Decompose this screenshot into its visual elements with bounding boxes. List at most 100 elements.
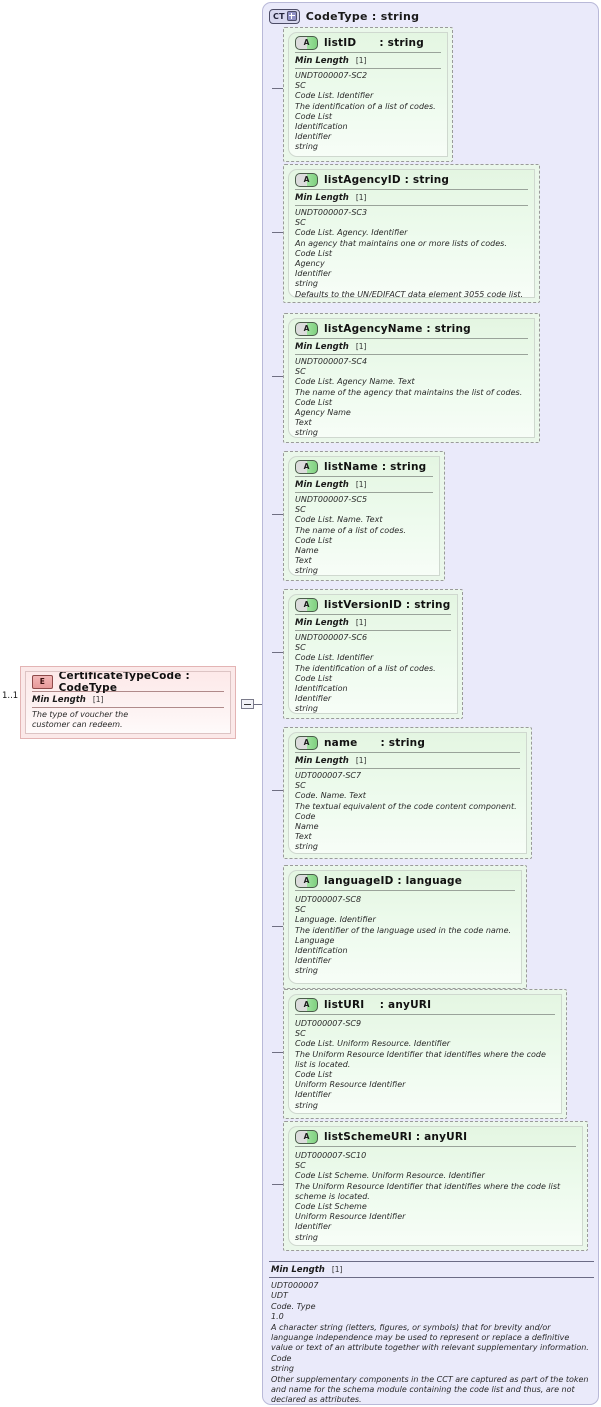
doc-line: Identification (295, 122, 348, 132)
doc-line: Uniform Resource Identifier (295, 1080, 406, 1090)
doc-line: Agency Name (295, 408, 351, 418)
attribute-facet-row: Min Length [1] (289, 53, 447, 68)
attribute-facet-row: Min Length [1] (289, 339, 534, 354)
doc-line: string (295, 142, 318, 152)
doc-line: string (271, 1364, 294, 1374)
doc-line: UDT000007-SC10 (295, 1151, 367, 1160)
complextype-facet-label: Min Length (271, 1264, 325, 1275)
attribute-facet-label: Min Length (295, 341, 349, 352)
attribute-facet-row: Min Length [1] (289, 753, 526, 768)
attribute-header: A languageID : language (289, 871, 521, 890)
attribute-documentation: UNDT000007-SC6 SC Code List. Identifier … (289, 631, 457, 713)
attribute-title: listName : string (324, 460, 427, 473)
attribute-languageid[interactable]: A languageID : language UDT000007-SC8 SC… (283, 865, 527, 989)
doc-line: UDT000007-SC9 (295, 1019, 362, 1028)
doc-line: Language (295, 935, 335, 945)
attribute-title: listAgencyID : string (324, 173, 450, 186)
doc-line: Text (295, 832, 312, 842)
element-body: E CertificateTypeCode : CodeType Min Len… (25, 671, 231, 734)
doc-line: Identifier (295, 694, 332, 704)
attribute-header: A listAgencyName : string (289, 319, 534, 338)
attribute-listid[interactable]: A listID : string Min Length [1] UNDT000… (283, 27, 453, 162)
attribute-badge-icon: A (295, 35, 318, 50)
doc-line: Code List (295, 248, 333, 258)
attribute-documentation: UDT000007-SC8 SC Language. Identifier Th… (289, 891, 521, 980)
attribute-title: name : string (324, 736, 426, 749)
attribute-listagencyid[interactable]: A listAgencyID : string Min Length [1] U… (283, 164, 540, 303)
doc-line: Code List (295, 673, 333, 683)
doc-line: string (295, 1100, 318, 1110)
attribute-listschemeuri[interactable]: A listSchemeURI : anyURI UDT000007-SC10 … (283, 1121, 588, 1251)
attribute-body: A listSchemeURI : anyURI UDT000007-SC10 … (288, 1126, 583, 1246)
attribute-header: A name : string (289, 733, 526, 752)
doc-line: Defaults to the UN/EDIFACT data element … (295, 289, 524, 298)
doc-line: SC (295, 905, 306, 915)
attribute-listname[interactable]: A listName : string Min Length [1] UNDT0… (283, 451, 445, 581)
attribute-header: A listURI : anyURI (289, 995, 561, 1014)
doc-line: The identifier of the language used in t… (295, 925, 512, 935)
attribute-facet-label: Min Length (295, 192, 349, 203)
doc-line: Name (295, 546, 319, 556)
divider (32, 691, 224, 692)
attribute-badge-icon: A (295, 459, 318, 474)
element-cardinality: 1..1 (2, 691, 19, 701)
doc-line: string (295, 566, 318, 576)
attribute-header: A listAgencyID : string (289, 170, 534, 189)
attribute-badge-icon: A (295, 321, 318, 336)
attribute-documentation: UDT000007-SC9 SC Code List. Uniform Reso… (289, 1015, 561, 1113)
doc-line: Code. Name. Text (295, 791, 366, 801)
doc-line: Code List (295, 111, 333, 121)
doc-line: A character string (letters, figures, or… (271, 1322, 589, 1353)
connector-stub (272, 652, 283, 653)
attribute-body: A listAgencyID : string Min Length [1] U… (288, 169, 535, 298)
complextype-codetype[interactable]: CT CodeType : string A listID : string M… (262, 2, 599, 1405)
doc-line: Code List (295, 397, 333, 407)
doc-line: UNDT000007-SC5 (295, 495, 368, 504)
doc-line: string (295, 1232, 318, 1242)
attribute-facet-value: [1] (355, 342, 367, 351)
divider (295, 752, 520, 753)
doc-line: Identifier (295, 1222, 332, 1232)
divider (269, 1261, 594, 1262)
attribute-listagencyname[interactable]: A listAgencyName : string Min Length [1]… (283, 313, 540, 443)
attribute-body: A name : string Min Length [1] UDT000007… (288, 732, 527, 854)
doc-line: Agency (295, 259, 325, 269)
divider (295, 614, 451, 615)
doc-line: Code List. Uniform Resource. Identifier (295, 1039, 451, 1049)
divider (295, 68, 441, 69)
doc-line: SC (295, 1161, 306, 1171)
attribute-body: A listID : string Min Length [1] UNDT000… (288, 32, 448, 157)
collapse-toggle-button[interactable] (241, 699, 254, 709)
element-facet-value: [1] (92, 695, 104, 704)
doc-line: Code List Scheme. Uniform Resource. Iden… (295, 1171, 485, 1181)
divider (295, 52, 441, 53)
attribute-name[interactable]: A name : string Min Length [1] UDT000007… (283, 727, 532, 859)
divider (269, 1277, 594, 1278)
doc-line: string (295, 428, 318, 438)
attribute-listuri[interactable]: A listURI : anyURI UDT000007-SC9 SC Code… (283, 989, 567, 1119)
attribute-facet-label: Min Length (295, 55, 349, 66)
doc-line: UNDT000007-SC2 (295, 71, 368, 80)
attribute-title: listID : string (324, 36, 424, 49)
attribute-listversionid[interactable]: A listVersionID : string Min Length [1] … (283, 589, 463, 719)
attribute-body: A listURI : anyURI UDT000007-SC9 SC Code… (288, 994, 562, 1114)
element-certificatetypecode[interactable]: E CertificateTypeCode : CodeType Min Len… (20, 666, 236, 739)
divider (295, 205, 528, 206)
expand-plus-icon[interactable] (286, 11, 297, 21)
connector-stub (272, 88, 283, 89)
doc-line: UDT000007-SC8 (295, 895, 362, 904)
doc-line: Code. Type (271, 1301, 316, 1311)
doc-line: SC (295, 1029, 306, 1039)
doc-line: Code List. Name. Text (295, 515, 383, 525)
doc-line: SC (295, 643, 306, 653)
complex-type-badge-icon[interactable]: CT (269, 8, 300, 24)
doc-line: Identifier (295, 956, 332, 966)
element-title: CertificateTypeCode : CodeType (58, 671, 190, 694)
doc-line: Code (295, 811, 316, 821)
attribute-documentation: UDT000007-SC7 SC Code. Name. Text The te… (289, 769, 526, 853)
attribute-facet-row: Min Length [1] (289, 190, 534, 205)
attribute-header: A listName : string (289, 457, 439, 476)
divider (295, 354, 528, 355)
complextype-facet-value: [1] (331, 1265, 343, 1274)
attribute-body: A listVersionID : string Min Length [1] … (288, 594, 458, 714)
